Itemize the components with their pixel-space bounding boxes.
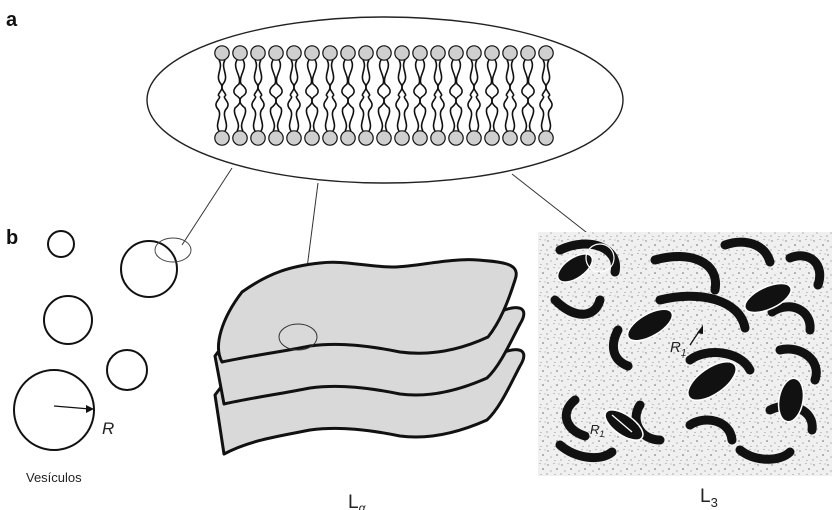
vesicle-zoom-circle <box>155 238 191 262</box>
lipid-head <box>305 131 319 145</box>
lipid-head <box>503 131 517 145</box>
lipid-head <box>395 46 409 60</box>
lipid-head <box>251 46 265 60</box>
lipid-head <box>485 46 499 60</box>
lipid-head <box>251 131 265 145</box>
lipid-head <box>359 46 373 60</box>
lipid-head <box>539 131 553 145</box>
vesicles-group <box>14 231 177 450</box>
lipid-head <box>431 46 445 60</box>
lipid-head <box>431 131 445 145</box>
lipid-head <box>215 46 229 60</box>
lipid-head <box>449 46 463 60</box>
lipid-head <box>467 131 481 145</box>
sponge-phase-label: L3 <box>700 486 718 510</box>
vesicles-label: Vesículos <box>26 470 82 485</box>
lipid-head <box>377 131 391 145</box>
panel-label-a: a <box>6 9 18 31</box>
lamellar-phase-label: Lα <box>348 492 367 510</box>
lipid-head <box>233 131 247 145</box>
vesicle <box>48 231 74 257</box>
lipid-head <box>341 46 355 60</box>
vesicle <box>107 350 147 390</box>
lipid-head <box>413 46 427 60</box>
lipid-head <box>395 131 409 145</box>
lipid-head <box>503 46 517 60</box>
vesicle <box>121 241 177 297</box>
sponge-phase-image: R1 R1 <box>538 232 832 476</box>
lipid-head <box>269 131 283 145</box>
lipid-head <box>413 131 427 145</box>
lipid-head <box>449 131 463 145</box>
lipid-head <box>377 46 391 60</box>
vesicle-radius-arrow <box>54 405 94 413</box>
lipid-head <box>323 131 337 145</box>
lipid-head <box>287 46 301 60</box>
lipid-head <box>305 46 319 60</box>
lamellar-stack <box>215 260 524 454</box>
lipid-head <box>269 46 283 60</box>
lipid-head <box>485 131 499 145</box>
lipid-head <box>467 46 481 60</box>
lipid-head <box>287 131 301 145</box>
lipid-head <box>539 46 553 60</box>
vesicle <box>14 370 94 450</box>
lipid-head <box>521 46 535 60</box>
lipid-head <box>323 46 337 60</box>
panel-label-b: b <box>6 227 18 249</box>
lipid-head <box>521 131 535 145</box>
lipid-head <box>233 46 247 60</box>
vesicle-radius-label: R <box>102 419 114 438</box>
vesicle <box>44 296 92 344</box>
lipid-head <box>359 131 373 145</box>
lipid-head <box>215 131 229 145</box>
lipid-head <box>341 131 355 145</box>
